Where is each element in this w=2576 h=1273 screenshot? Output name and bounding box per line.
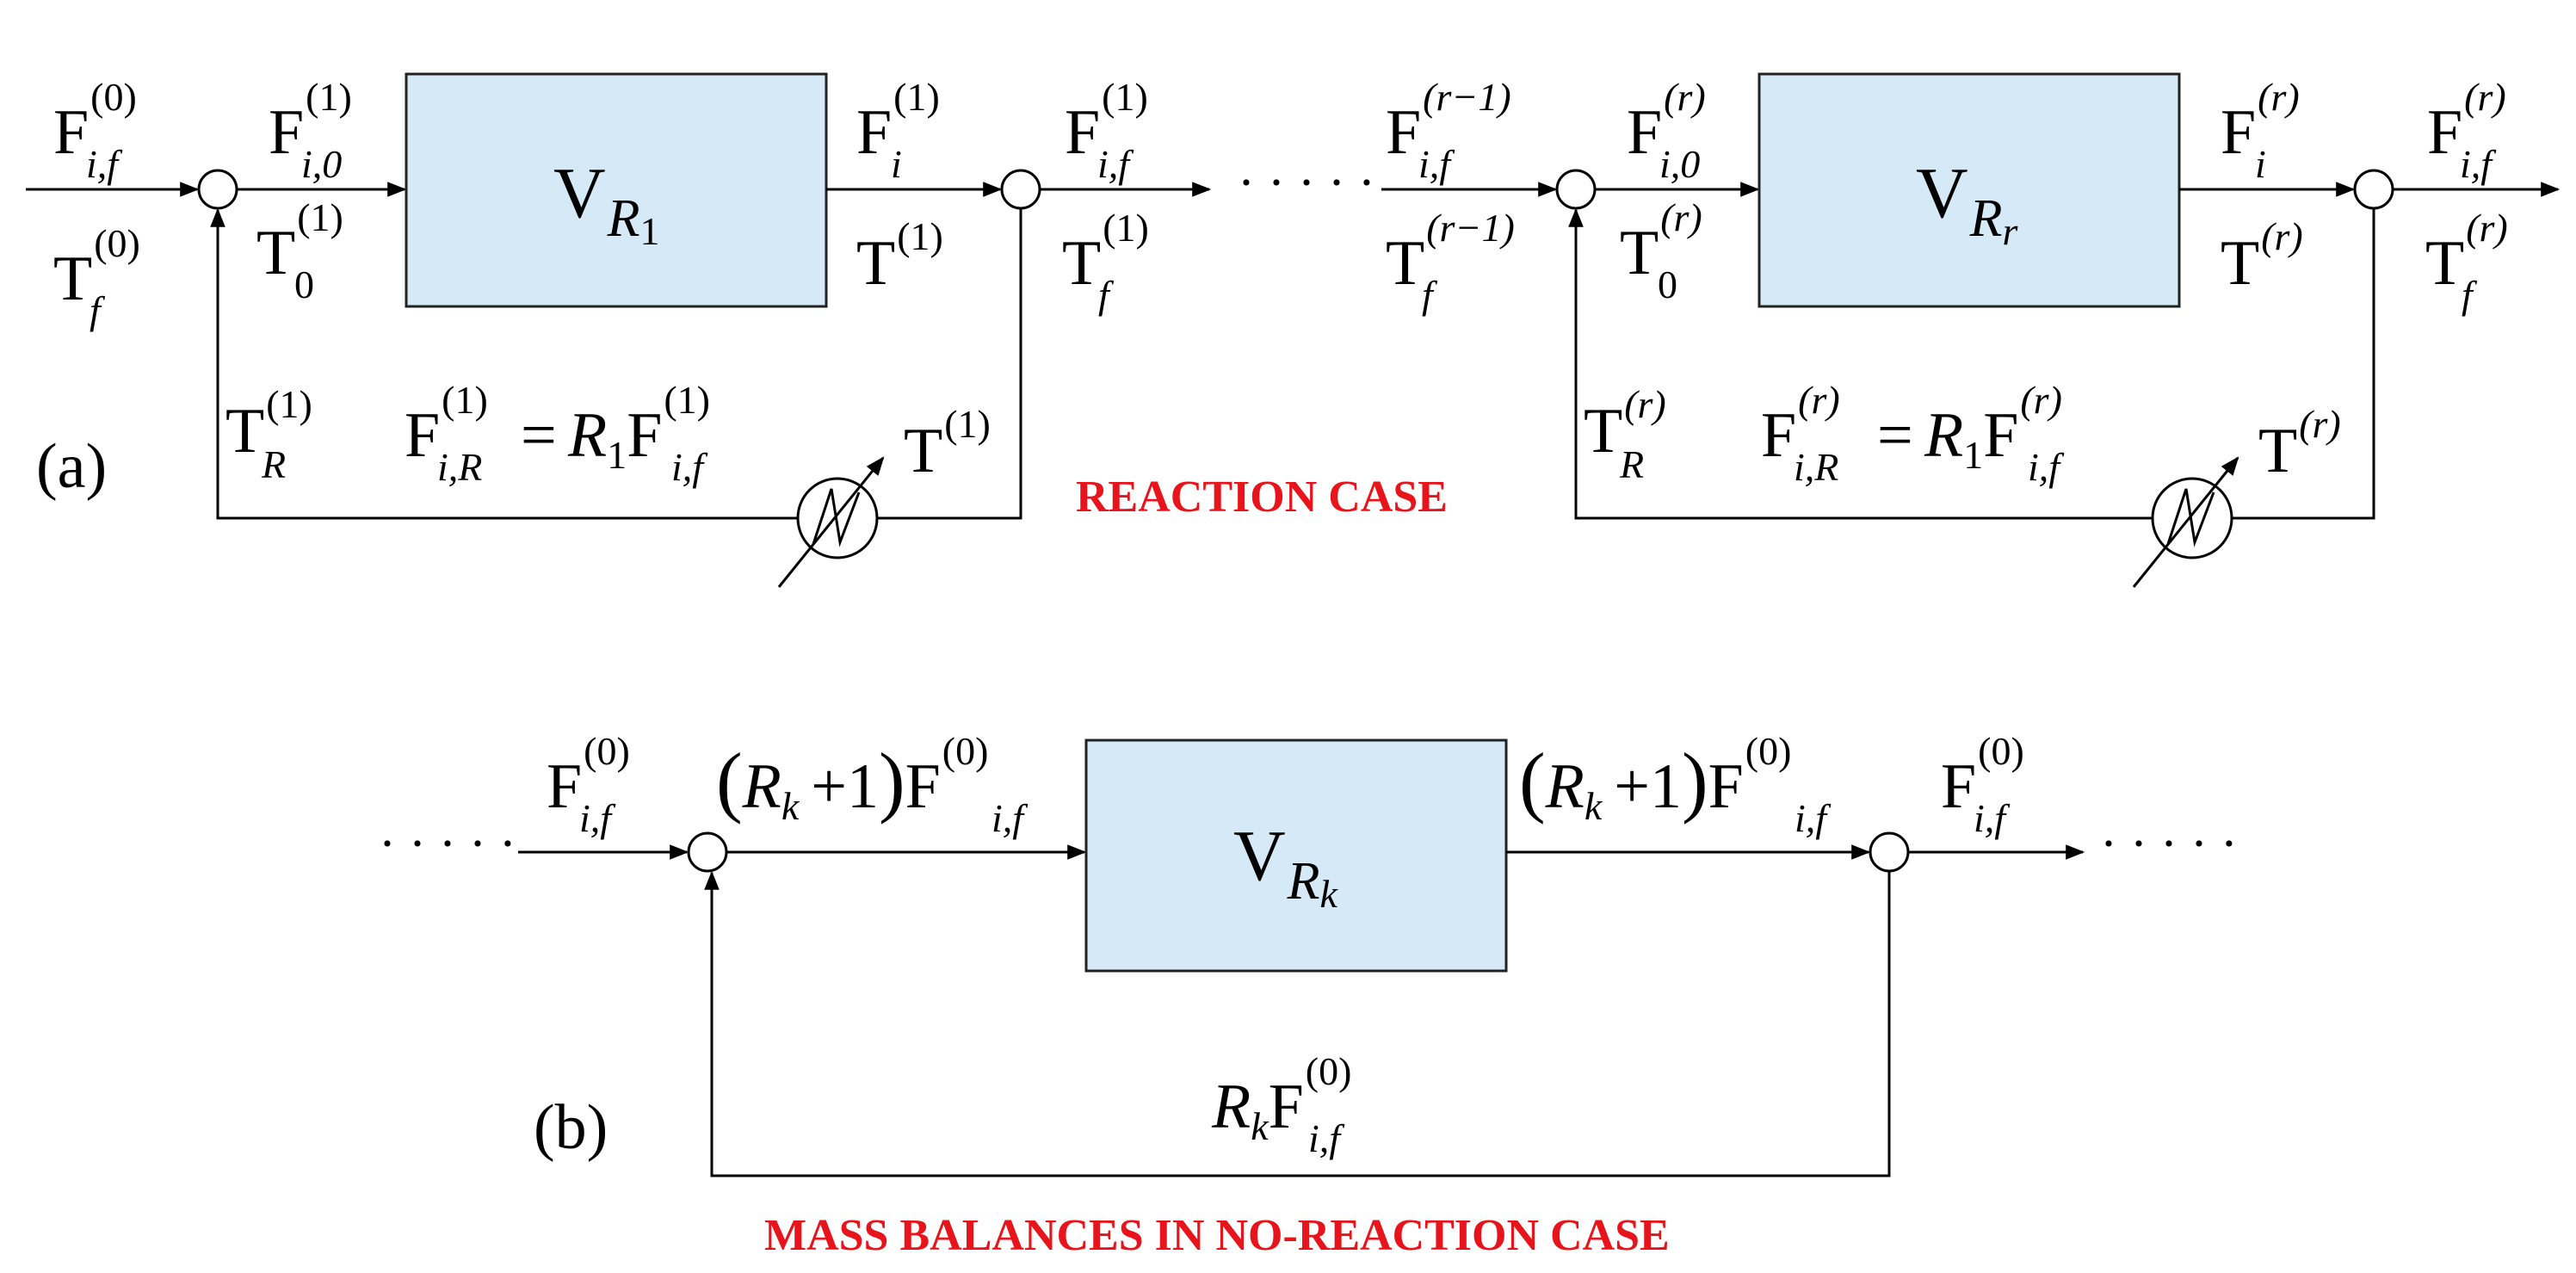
- caption-reaction-case: REACTION CASE: [1076, 473, 1448, 522]
- label-inlet-flow-r: F(r)i,0: [1627, 75, 1706, 186]
- label-inlet-temp-1: T(1)0: [256, 195, 343, 306]
- reactor-1-label: VR1: [553, 153, 660, 253]
- label-recycle-temp-r: T(r)R: [1584, 382, 1666, 486]
- label-b-inlet-flow: (Rk+1)F(0)i,f: [716, 729, 1029, 840]
- reactor-box-1: [405, 72, 828, 308]
- label-product-temp-r: T(r)f: [2425, 206, 2508, 317]
- label-b-outlet-flow: (Rk+1)F(0)i,f: [1519, 729, 1832, 840]
- caption-no-reaction-case: MASS BALANCES IN NO-REACTION CASE: [764, 1211, 1670, 1260]
- label-recycle-flow-equation-r: F(r)i,R=R1F(r)i,f: [1761, 378, 2065, 489]
- label-cooler-temp-r: T(r): [2258, 402, 2341, 486]
- stage-1: VR1: [26, 72, 1212, 588]
- reactor-r-label: VRr: [1916, 153, 2019, 253]
- stage-r-labels: F(r−1)i,f T(r−1)f F(r)i,0 T(r)0 F(r)i T(…: [1386, 75, 2508, 489]
- reactor-box-b: [1084, 738, 1508, 973]
- part-b-tag: (b): [534, 1092, 608, 1163]
- mixer-node-r: [1555, 169, 1597, 210]
- heat-exchanger-1-arrow-icon: [777, 456, 885, 588]
- label-inlet-flow-1: F(1)i,0: [269, 75, 352, 186]
- label-feed-flow-0: F(0)i,f: [53, 75, 137, 186]
- ellipsis-a: · · · · ·: [1238, 154, 1375, 211]
- splitter-node-r: [2353, 169, 2394, 210]
- label-product-flow-1: F(1)i,f: [1065, 75, 1148, 186]
- recycle-loop-b: [704, 870, 1891, 1177]
- recycle-loop-1: [210, 207, 1022, 520]
- reactor-b-label: VRk: [1233, 816, 1339, 916]
- reactor-box-r: [1757, 72, 2181, 308]
- heat-exchanger-r-arrow-icon: [2132, 456, 2239, 588]
- ellipsis-b-right: · · · · ·: [2100, 815, 2238, 872]
- mixer-node-b: [687, 831, 728, 873]
- label-product-temp-1: T(1)f: [1062, 206, 1149, 317]
- label-recycle-flow-equation-1: F(1)i,R=R1F(1)i,f: [405, 378, 710, 489]
- label-inlet-temp-r: T(r)0: [1620, 195, 1702, 306]
- label-recycle-temp-1: T(1)R: [225, 382, 312, 486]
- ellipsis-b-left: · · · · ·: [379, 815, 516, 872]
- label-outlet-flow-1: F(1)i: [856, 75, 940, 186]
- part-a-tag: (a): [36, 431, 107, 502]
- stage-1-labels: F(0)i,f T(0)f F(1)i,0 T(1)0 F(1)i T(1) F…: [36, 75, 1149, 502]
- label-b-feed-flow: F(0)i,f: [547, 729, 630, 840]
- recycle-loop-r: [1568, 207, 2375, 520]
- label-feed-temp-0: T(0)f: [53, 221, 140, 332]
- label-b-product-flow: F(0)i,f: [1941, 729, 2024, 840]
- label-feed-temp-r-1: T(r−1)f: [1386, 206, 1515, 317]
- splitter-node-b: [1869, 831, 1910, 873]
- label-outlet-flow-r: F(r)i: [2221, 75, 2300, 186]
- label-feed-flow-r-1: F(r−1)i,f: [1386, 75, 1511, 186]
- label-product-flow-r: F(r)i,f: [2427, 75, 2506, 186]
- label-b-recycle-flow: RkF(0)i,f: [1211, 1049, 1351, 1160]
- part-b-diagram: · · · · · VRk · · · · · F(0)i,f (Rk+1)F(…: [379, 729, 2238, 1177]
- splitter-node-1: [1000, 169, 1041, 210]
- mixer-node-1: [197, 169, 238, 210]
- stage-r: VRr: [1381, 72, 2561, 588]
- label-outlet-temp-r: T(r): [2221, 214, 2303, 299]
- label-cooler-temp-1: T(1): [904, 402, 991, 486]
- label-outlet-temp-1: T(1): [856, 214, 943, 299]
